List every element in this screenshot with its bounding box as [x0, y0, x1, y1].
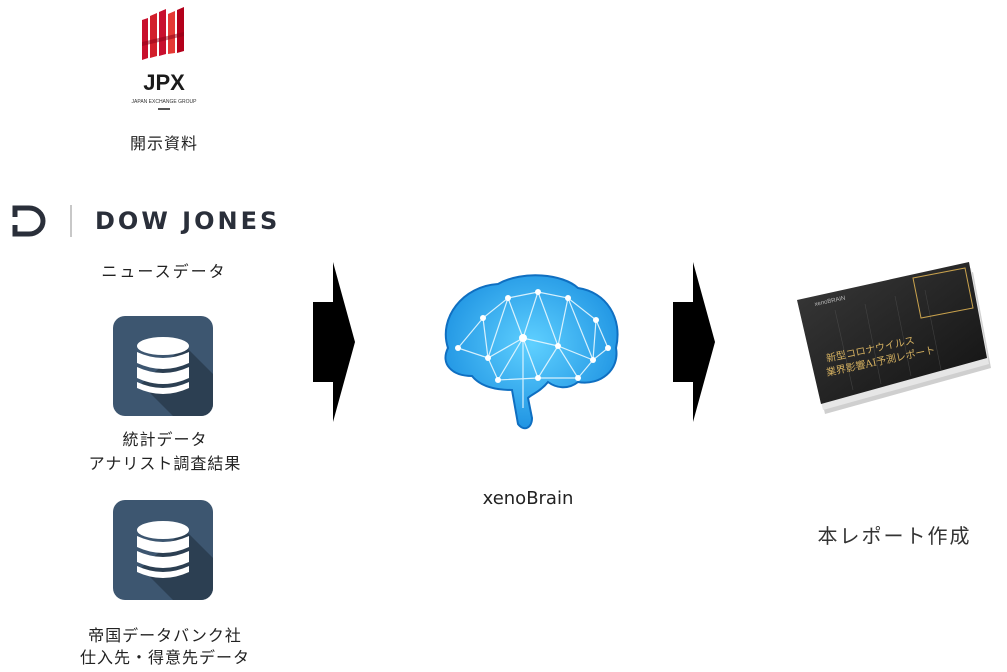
flow-arrow-icon: [313, 262, 355, 422]
stats-caption: 統計データ アナリスト調査結果: [40, 428, 290, 476]
report-booklet-icon: xenoBRAIN 新型コロナウイルス 業界影響AI予測レポート: [797, 262, 991, 414]
flow-arrow-icon: [673, 262, 715, 422]
report-caption: 本レポート作成: [817, 524, 972, 548]
jpx-caption: 開示資料: [129, 134, 198, 153]
dow-jones-caption: ニュースデータ: [101, 262, 227, 281]
dow-jones-logo-text: DOW JONES: [95, 207, 281, 235]
brain-icon: [444, 274, 619, 430]
database-icon: [113, 316, 213, 416]
jpx-logo: JPX JAPAN EXCHANGE GROUP: [132, 7, 198, 110]
teikoku-caption: 帝国データバンク社 仕入先・得意先データ: [40, 625, 290, 669]
jpx-logo-text: JPX: [143, 70, 185, 95]
dow-jones-divider: [70, 205, 72, 237]
teikoku-caption-line2: 仕入先・得意先データ: [79, 648, 250, 667]
jpx-bars-icon: [142, 7, 184, 60]
teikoku-caption-line1: 帝国データバンク社: [88, 626, 242, 645]
stats-caption-line2: アナリスト調査結果: [88, 454, 242, 473]
xenobrain-caption: xenoBrain: [482, 488, 574, 509]
jpx-logo-subtext: JAPAN EXCHANGE GROUP: [132, 99, 198, 105]
database-icon: [113, 500, 213, 600]
dow-jones-d-icon: [12, 205, 46, 237]
stats-caption-line1: 統計データ: [122, 430, 208, 449]
